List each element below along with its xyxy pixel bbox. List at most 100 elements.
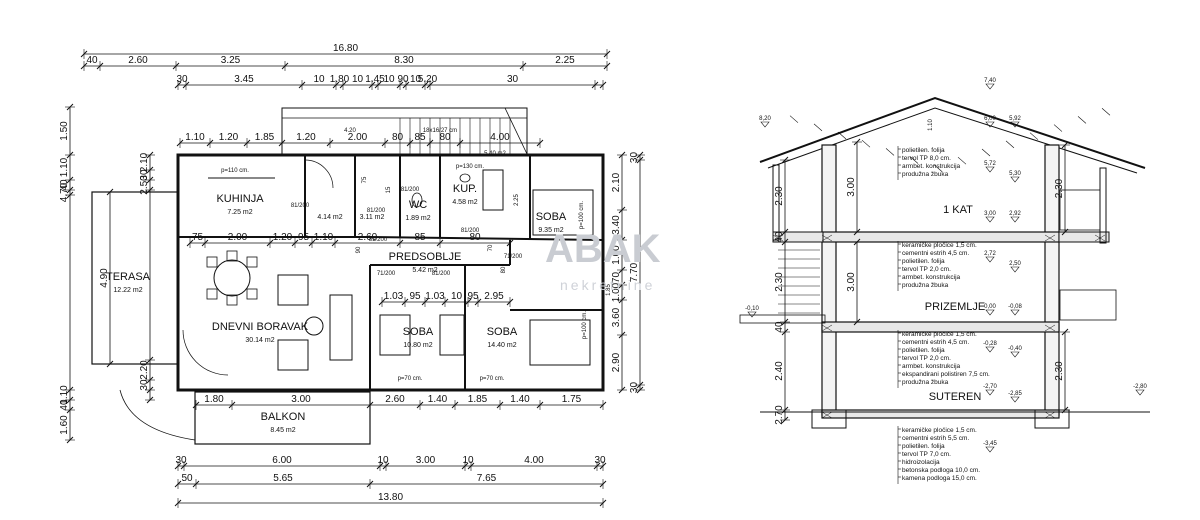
mid-dim-label: 2.00 (228, 232, 248, 243)
rafter (789, 115, 799, 123)
level-marker (760, 121, 770, 128)
bottom-dim-row2-label: 3.00 (416, 455, 436, 466)
level-marker (1010, 351, 1020, 358)
level-label: 2,92 (1009, 211, 1021, 217)
section-left-dim-label: 40 (774, 231, 785, 243)
mid-dim-label: 80 (469, 232, 481, 243)
coffee-table (304, 316, 324, 336)
room-name: WC (409, 199, 427, 211)
room-name: TERASA (106, 271, 151, 283)
right-dim-inner-label: 3.60 (611, 307, 622, 327)
roof-layers-layer: polietilen. folija (902, 147, 945, 154)
section-left-dim-label: 2.70 (774, 405, 785, 425)
bottom-dim-row1-label: 3.00 (291, 394, 311, 405)
level-label: -0,28 (983, 341, 997, 347)
door-label: 81/200 (291, 203, 310, 209)
bottom-dim-row1-label: 1.40 (510, 394, 530, 405)
right-dim-inner-label: 2.90 (611, 352, 622, 372)
section-left-dim-label: 2.40 (774, 361, 785, 381)
level-label: 2,72 (984, 251, 996, 257)
window-label: p=70 cm. (398, 376, 423, 382)
bottom-dim-row3-label: 5.65 (273, 473, 293, 484)
terrace (91, 191, 179, 365)
left-dim-outer-label: 1.10 (59, 385, 70, 405)
left-dim-terrace-label: 4.90 (99, 268, 110, 288)
room-area: 5.42 m2 (412, 267, 437, 274)
room-area: 1.89 m2 (405, 215, 430, 222)
level-marker (985, 216, 995, 223)
lower-dim-label: 1.03 (384, 291, 404, 302)
top-dim-row3-label: 10 (383, 74, 395, 85)
floor-label: SUTEREN (929, 391, 982, 403)
section-inner-dim-label: 2.30 (1054, 178, 1065, 198)
level-label: -3,45 (983, 441, 997, 447)
chair (246, 256, 258, 268)
window-label: p=100 cm. (582, 311, 588, 340)
base-layers-layer: keramičke pločice 1,5 cm. (902, 427, 977, 434)
hatch (821, 234, 833, 242)
level-label: 7,40 (984, 78, 996, 84)
left-dim-inner-label: 2.10 (139, 152, 150, 172)
bottom-dim-row2-label: 4.00 (524, 455, 544, 466)
balcony (194, 391, 371, 445)
bottom-dim-row3-label: 7.65 (477, 473, 497, 484)
room-area: 4.58 m2 (452, 199, 477, 206)
floor-label: 1 KAT (943, 204, 973, 216)
lower-dim-label: 95 (467, 291, 479, 302)
foundation-left (811, 409, 847, 429)
left-dim-outer-label: 1.50 (59, 121, 70, 141)
floor0-layers-layer: keramičke pločice 1,5 cm. (902, 331, 977, 338)
left-dim-outer-label: 1.60 (59, 415, 70, 435)
bottom-dim-row1-label: 2.60 (385, 394, 405, 405)
floor1-layers-layer: produžna žbuka (902, 282, 949, 289)
level-marker (1010, 176, 1020, 183)
top-dim-total-label: 16.80 (333, 43, 358, 54)
rafter (837, 131, 847, 140)
door-label: 71/200 (377, 271, 396, 277)
armchair (277, 274, 309, 306)
inner-top-dim-label: 1.85 (255, 132, 275, 143)
top-dim-row3-label: 10 (352, 74, 364, 85)
bed (379, 314, 411, 356)
bottom-dim-row2-label: 30 (175, 455, 187, 466)
level-label: 0,00 (984, 304, 996, 310)
left-dim-inner-label: 2.50 (139, 175, 150, 195)
slab-first (821, 231, 1060, 243)
top-dim-row2-label: 2.60 (128, 55, 148, 66)
room-area: 12.22 m2 (113, 287, 142, 294)
right-dim-inner-label: 1.00 (611, 245, 622, 265)
base-layers-layer: cementni estrih 5,5 cm. (902, 435, 969, 442)
inner-top-dim-label: 1.20 (219, 132, 239, 143)
mid-dim-label: 75 (192, 232, 204, 243)
rafter (885, 148, 895, 156)
level-marker (985, 256, 995, 263)
bottom-dim-total-label: 13.80 (378, 492, 403, 503)
bottom-dim-row2-label: 30 (594, 455, 606, 466)
floor-label: PRIZEMLJE (925, 301, 986, 313)
roof-dim: 1.10 (928, 119, 934, 131)
inner-top-dim-label: 1.20 (296, 132, 316, 143)
top-dim-row2-label: 40 (86, 55, 98, 66)
level-marker (985, 346, 995, 353)
top-dim-row3-label: 1.45 (365, 74, 385, 85)
floor1-layers-layer: armbet. konstrukcija (902, 274, 961, 281)
level-label: 6,00 (984, 116, 996, 122)
top-dim-row3-label: 3.45 (234, 74, 254, 85)
level-marker (1010, 309, 1020, 316)
level-marker (985, 166, 995, 173)
bed (529, 319, 591, 366)
left-dim-outer-label: 1.10 (59, 157, 70, 177)
floor1-layers-layer: tervol TP 2,0 cm. (902, 266, 951, 273)
level-label: 5,92 (1009, 116, 1021, 122)
door-swing (304, 159, 334, 189)
room-area: 14.40 m2 (487, 342, 516, 349)
section-left-dim-label: 2.30 (774, 186, 785, 206)
section-inner-dim-label: 3.00 (846, 177, 857, 197)
door-label: 71/200 (504, 254, 523, 260)
bathtub (482, 169, 504, 211)
right-dim-inner-label: 70 (611, 272, 622, 284)
floor0-layers-layer: cementni estrih 4,5 cm. (902, 339, 969, 346)
sofa (329, 294, 353, 361)
